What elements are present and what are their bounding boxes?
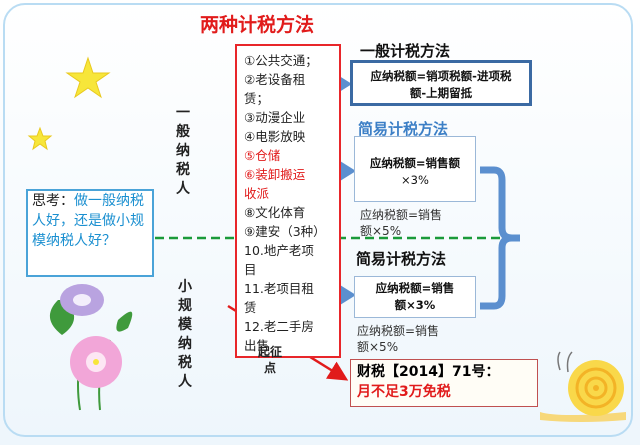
service-list-item: 赁 — [244, 300, 257, 315]
snail-icon — [540, 351, 626, 422]
start-point-label: 起征点 — [257, 345, 282, 375]
simple-method-heading-1: 简易计税方法 — [358, 120, 449, 138]
policy-text: 财税【2014】71号： 月不足3万免税 — [357, 362, 499, 402]
simple2-alt-line2: 额×5% — [357, 340, 399, 354]
general-formula-line1: 应纳税额=销项税额-进项税 — [370, 69, 512, 83]
policy-box — [350, 359, 538, 407]
policy-line2: 月不足3万免税 — [357, 384, 451, 400]
simple2-alt-line1: 应纳税额=销售 — [357, 324, 440, 338]
right-brace — [480, 166, 520, 310]
service-list-item: 赁； — [244, 91, 270, 106]
service-list-item: ④电影放映 — [244, 129, 306, 144]
think-box — [26, 189, 154, 277]
star-icon-large — [65, 56, 111, 99]
think-question: 做一般纳税人好，还是做小规模纳税人好？ — [32, 193, 144, 249]
general-formula-line2: 额-上期留抵 — [409, 86, 473, 100]
service-list-item: ⑧文化体育 — [244, 205, 306, 220]
think-text: 思考：做一般纳税人好，还是做小规模纳税人好？ — [32, 191, 150, 251]
simple1-formula-line2: ×3% — [401, 173, 429, 187]
service-list-item: ⑨建安（3种） — [244, 224, 326, 239]
general-taxpayer-label: 一般纳税人 — [176, 105, 190, 197]
service-list-item: 12.老二手房 — [244, 319, 314, 334]
simple2-formula-line2: 额×3% — [394, 298, 436, 312]
service-list-item: ⑤仓储 — [244, 148, 281, 163]
service-list-item: ⑥装卸搬运 — [244, 167, 306, 182]
general-method-heading: 一般计税方法 — [360, 42, 451, 60]
star-icon-small — [27, 126, 53, 151]
service-list-box — [235, 44, 341, 358]
simple-method-heading-2: 简易计税方法 — [356, 250, 447, 268]
flower-icon — [49, 284, 133, 411]
service-list-item: 10.地产老项 — [244, 243, 314, 258]
simple-formula-box-2: 应纳税额=销售 额×3% — [354, 276, 476, 318]
service-list-item: ①公共交通； — [244, 53, 318, 68]
service-list-item: 收派 — [244, 186, 270, 201]
service-list-item: 目 — [244, 262, 257, 277]
simple1-formula-line1: 应纳税额=销售额 — [369, 156, 461, 170]
service-list-item: 11.老项目租 — [244, 281, 314, 296]
service-list-item: ②老设备租 — [244, 72, 306, 87]
rounded-frame — [3, 3, 633, 437]
diagram-title: 两种计税方法 — [200, 14, 315, 36]
policy-line1: 财税【2014】71号： — [357, 364, 500, 380]
simple1-alt-line2: 额×5% — [360, 224, 402, 238]
general-formula-box: 应纳税额=销项税额-进项税 额-上期留抵 — [350, 60, 532, 106]
simple-formula-box-1: 应纳税额=销售额 ×3% — [354, 136, 476, 202]
service-list-item: 出售 — [244, 338, 270, 353]
service-list-item: ③动漫企业 — [244, 110, 306, 125]
small-taxpayer-label: 小规模纳税人 — [178, 279, 192, 390]
think-label: 思考： — [32, 193, 74, 209]
simple1-alt-line1: 应纳税额=销售 — [360, 208, 443, 222]
simple2-formula-line1: 应纳税额=销售 — [375, 281, 455, 295]
